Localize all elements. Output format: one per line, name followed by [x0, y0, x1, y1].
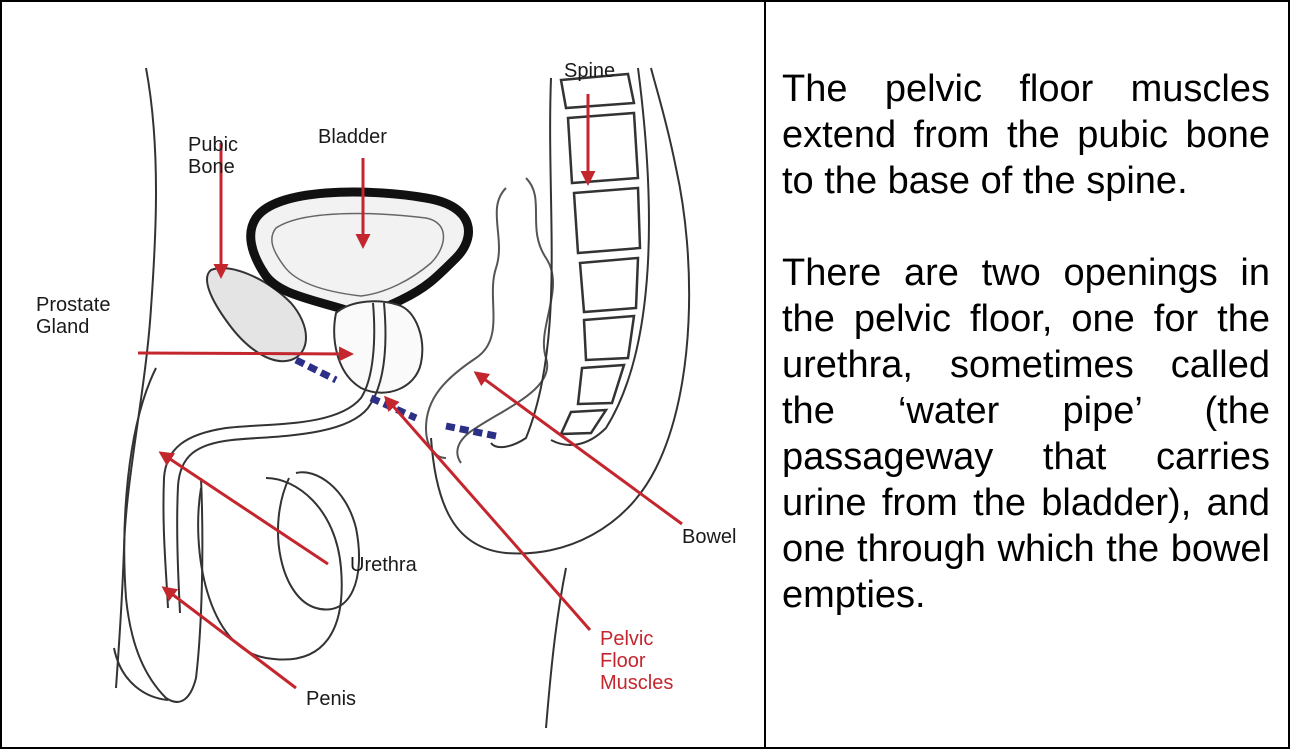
- pelvic-anatomy-diagram: Spine Pubic Bone Bladder Prostate Gland …: [6, 8, 758, 742]
- label-bladder: Bladder: [318, 126, 387, 148]
- label-pubic-bone: Pubic Bone: [188, 134, 238, 178]
- arrow-urethra: [161, 453, 328, 564]
- buttock-outline: [431, 68, 689, 554]
- description-panel: The pelvic floor muscles extend from the…: [782, 66, 1270, 618]
- paragraph-pelvic-floor-extent: The pelvic floor muscles extend from the…: [782, 66, 1270, 204]
- arrow-prostate: [138, 353, 351, 354]
- label-prostate-gland: Prostate Gland: [36, 294, 110, 338]
- label-pelvic-floor-muscles: Pelvic Floor Muscles: [600, 628, 673, 694]
- prostate-gland: [334, 301, 422, 392]
- label-penis: Penis: [306, 688, 356, 710]
- scrotum-outline: [198, 478, 342, 660]
- label-bowel: Bowel: [682, 526, 736, 548]
- testis-outline: [278, 472, 359, 609]
- body-outline-front: [116, 68, 156, 688]
- column-divider: [764, 0, 766, 749]
- arrow-penis: [164, 588, 296, 688]
- label-spine: Spine: [564, 60, 615, 82]
- paragraph-pelvic-floor-openings: There are two openings in the pelvic flo…: [782, 250, 1270, 618]
- label-urethra: Urethra: [350, 554, 417, 576]
